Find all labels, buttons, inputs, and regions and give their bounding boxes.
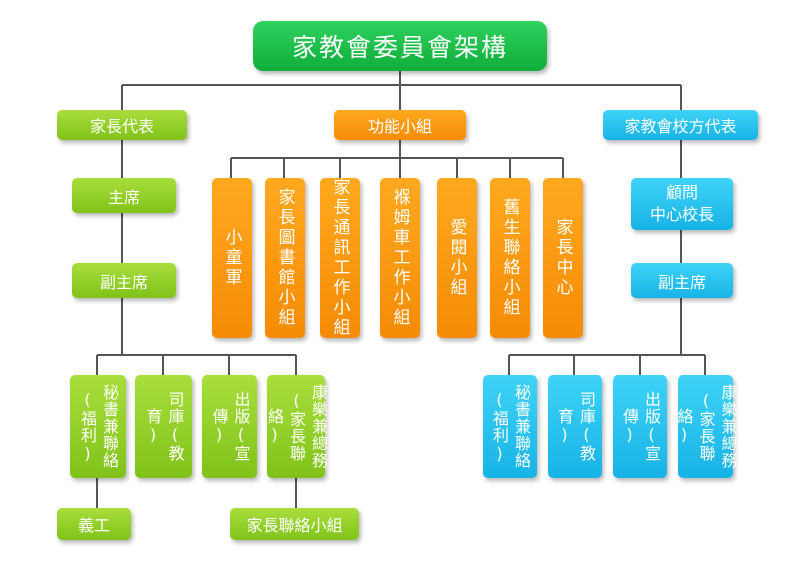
school-recreation-node: 康樂兼總務(家長聯絡) [675,375,738,478]
parents-liaison-group-node: 家長聯絡小組 [230,508,359,540]
parents-vice-chair-node: 副主席 [72,263,176,298]
volunteer-node: 義工 [57,508,131,540]
school-advisor-node: 顧問 中心校長 [631,178,733,230]
school-representative-node: 家教會校方代表 [603,110,758,140]
school-publication-node: 出版(宣傳) [613,375,667,478]
parents-treasurer-node: 司庫(教育) [135,375,192,478]
functional-groups-node: 功能小組 [334,110,466,140]
school-secretary-node: 秘書兼聯絡(福利) [483,375,537,478]
advisor-label: 顧問 [665,183,698,202]
functional-group-parent-centre: 家長中心 [543,178,583,338]
parents-publication-node: 出版(宣傳) [202,375,257,478]
parents-secretary-node: 秘書兼聯絡(福利) [70,375,126,478]
functional-group-alumni: 舊生聯絡小組 [490,178,530,338]
principal-label: 中心校長 [649,205,714,224]
functional-group-library: 家長圖書館小組 [265,178,305,338]
functional-group-reading: 愛閱小組 [437,178,477,338]
school-treasurer-node: 司庫(教育) [548,375,602,478]
functional-group-cub-scouts: 小童軍 [212,178,252,338]
functional-group-newsletter: 家長通訊工作小組 [320,178,360,338]
page-title: 家教會委員會架構 [253,21,547,71]
parents-representative-node: 家長代表 [57,110,187,140]
parents-recreation-node: 康樂兼總務(家長聯絡) [265,375,328,478]
functional-group-school-bus: 褓姆車工作小組 [380,178,420,338]
parents-chair-node: 主席 [72,178,176,213]
school-vice-chair-node: 副主席 [631,263,733,298]
